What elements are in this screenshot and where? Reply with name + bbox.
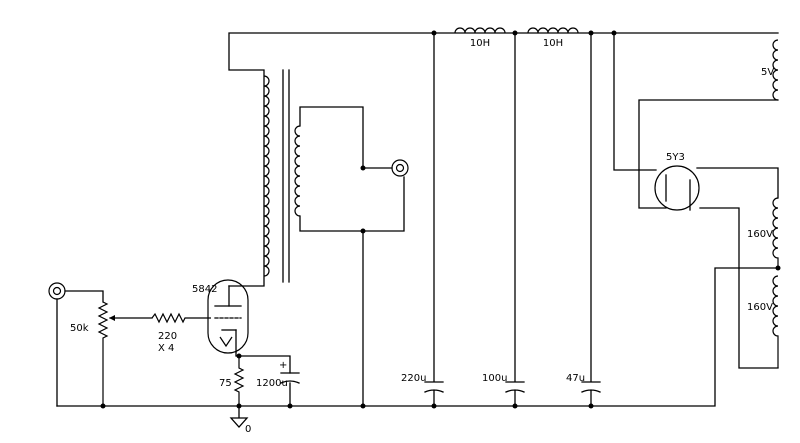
junction-dots xyxy=(100,30,781,409)
cap-220-wire xyxy=(424,32,444,407)
winding-160v-bottom xyxy=(772,275,779,368)
winding-5v xyxy=(772,39,779,101)
label-pot: 50k xyxy=(70,323,89,334)
output-jack[interactable] xyxy=(391,159,409,177)
label-5y3: 5Y3 xyxy=(666,152,685,163)
rectifier-plate-wire xyxy=(696,167,779,199)
hv-lead xyxy=(613,32,657,171)
b-plus-wire xyxy=(228,32,615,287)
label-160v-bottom: 160V xyxy=(747,302,773,313)
cap-100-wire xyxy=(505,32,525,407)
primary-coil xyxy=(263,75,270,277)
rectifier-5y3 xyxy=(654,165,700,211)
label-choke-1: 10H xyxy=(470,38,490,49)
choke-1 xyxy=(454,27,506,34)
label-cap-220: 220u xyxy=(401,373,426,384)
cathode-wire xyxy=(235,351,291,407)
secondary-wire xyxy=(299,106,405,407)
winding-160v-top xyxy=(772,197,779,268)
label-choke-2: 10H xyxy=(543,38,563,49)
pot-50k xyxy=(97,301,109,406)
choke-2 xyxy=(527,27,579,34)
filament-wire xyxy=(613,32,779,209)
grid-resistor xyxy=(151,312,211,324)
label-cathode-resistor: 75 xyxy=(219,378,232,389)
rectifier-plate2-wire xyxy=(699,207,779,369)
ground-bus xyxy=(56,267,779,407)
label-cathode-cap: 1200u xyxy=(256,378,288,389)
label-160v-top: 160V xyxy=(747,229,773,240)
label-cap-47: 47u xyxy=(566,373,585,384)
ground-symbol xyxy=(229,405,249,428)
input-wire xyxy=(56,290,104,407)
cathode-resistor xyxy=(233,356,245,406)
cap-47-wire xyxy=(581,32,601,407)
input-jack[interactable] xyxy=(48,282,66,300)
secondary-coil xyxy=(294,125,301,217)
wiper-arrow xyxy=(109,315,115,321)
transformer-core xyxy=(282,69,290,283)
label-grid-mult: X 4 xyxy=(158,343,174,354)
label-cap-100: 100u xyxy=(482,373,507,384)
label-plus: + xyxy=(279,360,287,371)
tube-5842 xyxy=(207,279,249,354)
label-5v: 5V xyxy=(761,67,774,78)
label-grid-resistor: 220 xyxy=(158,331,177,342)
label-ground: 0 xyxy=(245,424,251,435)
label-tube: 5842 xyxy=(192,284,217,295)
cathode-cap xyxy=(280,372,300,384)
